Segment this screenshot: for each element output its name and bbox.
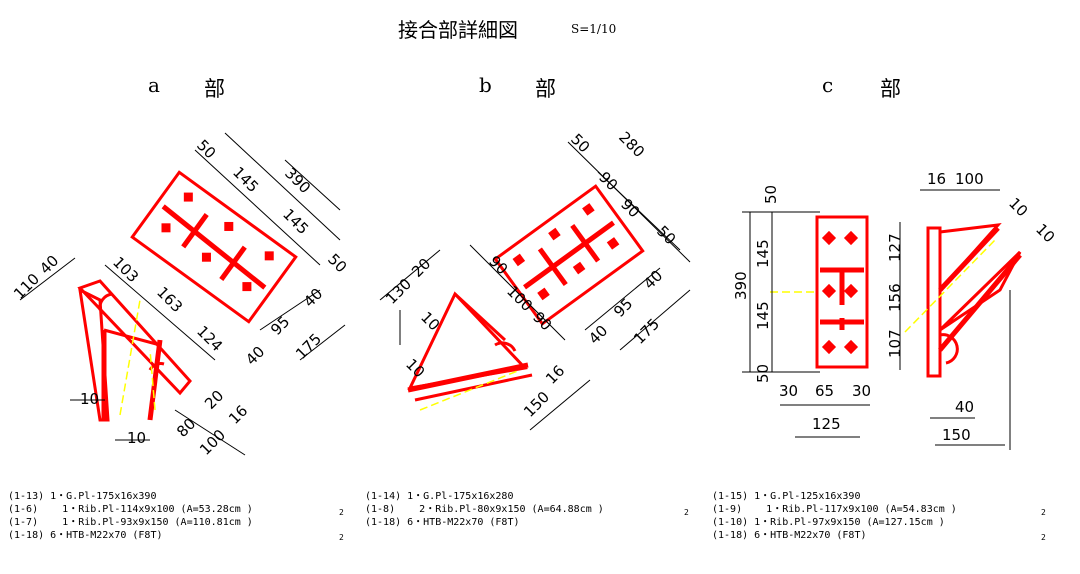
dim-c-65: 65 [815, 382, 834, 400]
dim-c-145-bottom: 145 [754, 301, 772, 330]
dim-c-30-left: 30 [779, 382, 798, 400]
dim-c-30-right: 30 [852, 382, 871, 400]
dim-a-40-right: 40 [300, 285, 326, 311]
dim-b-130: 130 [382, 275, 415, 308]
section-b-letter: b [479, 73, 493, 97]
dim-c-150: 150 [942, 426, 971, 444]
dim-a-50: 50 [193, 136, 219, 162]
dim-a-100: 100 [196, 426, 229, 459]
superscript-c-1: 2 [1041, 508, 1046, 517]
note-a-4: (1-18) 6・HTB-M22x70 (F8T) [8, 530, 163, 541]
dim-c-107: 107 [886, 329, 904, 358]
dim-a-95: 95 [267, 313, 293, 339]
note-a-2: (1-6) 1・Rib.Pl-114x9x100 (A=53.28cm ) [8, 504, 253, 515]
detail-b: 50 280 90 90 50 90 100 90 40 95 175 40 1… [379, 128, 691, 431]
dim-a-10-upper: 10 [80, 390, 99, 408]
superscript-a-2: 2 [339, 533, 344, 542]
note-b-2: (1-8) 2・Rib.Pl-80x9x150 (A=64.88cm ) [365, 504, 604, 515]
note-c-3: (1-10) 1・Rib.Pl-97x9x150 (A=127.15cm ) [712, 517, 945, 528]
dim-a-10-lower: 10 [127, 429, 146, 447]
dim-a-16: 16 [225, 402, 251, 428]
dim-a-20: 20 [201, 387, 227, 413]
notes-b: (1-14) 1・G.Pl-175x16x280 (1-8) 2・Rib.Pl-8… [365, 490, 604, 529]
dim-b-175: 175 [630, 315, 663, 348]
dim-b-150: 150 [520, 388, 553, 421]
dim-c-390: 390 [732, 271, 750, 300]
dim-c-10-upper: 10 [1005, 194, 1031, 220]
dim-c-50-top: 50 [762, 185, 780, 204]
dim-c-100: 100 [955, 170, 984, 188]
dim-a-50-right: 50 [324, 250, 350, 276]
dim-c-145-top: 145 [754, 239, 772, 268]
dim-b-10-upper: 10 [417, 308, 443, 334]
dim-a-103: 103 [109, 253, 142, 286]
gusset-plate-b [493, 184, 645, 326]
dim-c-156: 156 [886, 283, 904, 312]
dim-a-40-bottom: 40 [242, 343, 268, 369]
drawing-title: 接合部詳細図 [398, 18, 518, 42]
note-c-4: (1-18) 6・HTB-M22x70 (F8T) [712, 530, 867, 541]
dim-c-10-lower: 10 [1032, 220, 1058, 246]
dim-b-280: 280 [615, 128, 648, 161]
dim-c-40: 40 [955, 398, 974, 416]
dim-b-50: 50 [567, 130, 593, 156]
note-a-1: (1-13) 1・G.Pl-175x16x390 [8, 491, 157, 502]
notes-c: (1-15) 1・G.Pl-125x16x390 (1-9) 1・Rib.Pl-1… [712, 490, 957, 542]
dim-b-50-right: 50 [653, 222, 679, 248]
superscript-a-1: 2 [339, 508, 344, 517]
section-a-part: 部 [204, 77, 225, 101]
dim-a-40-left: 40 [36, 252, 62, 278]
detail-c: 50 145 390 145 50 127 156 107 30 65 30 1… [732, 170, 1058, 450]
dim-a-110: 110 [10, 270, 43, 303]
dim-c-50-bottom: 50 [754, 364, 772, 383]
superscript-b-1: 2 [684, 508, 689, 517]
dim-b-40-bottom: 40 [585, 322, 611, 348]
dim-a-145-top: 145 [229, 163, 262, 196]
note-b-3: (1-18) 6・HTB-M22x70 (F8T) [365, 517, 520, 528]
dim-a-80: 80 [173, 415, 199, 441]
dim-c-16: 16 [927, 170, 946, 188]
dim-a-175: 175 [292, 330, 325, 363]
section-b-part: 部 [535, 77, 556, 101]
dim-b-40-right: 40 [640, 267, 666, 293]
gusset-plate-a [130, 170, 298, 324]
dim-a-124: 124 [193, 322, 226, 355]
drawing-scale: S=1/10 [571, 22, 617, 36]
dim-b-16: 16 [542, 362, 568, 388]
dim-a-390: 390 [281, 164, 314, 197]
dim-b-95: 95 [610, 295, 636, 321]
superscript-c-2: 2 [1041, 533, 1046, 542]
note-a-3: (1-7) 1・Rib.Pl-93x9x150 (A=110.81cm ) [8, 517, 253, 528]
detail-a: 50 145 390 145 50 103 163 124 40 95 175 … [10, 132, 350, 459]
dim-c-127: 127 [886, 233, 904, 262]
section-a-letter: a [148, 73, 161, 97]
dim-b-90-mid: 90 [617, 195, 643, 221]
section-c-letter: c [822, 73, 835, 97]
note-c-2: (1-9) 1・Rib.Pl-117x9x100 (A=54.83cm ) [712, 504, 957, 515]
dim-c-125: 125 [812, 415, 841, 433]
section-c-part: 部 [880, 77, 901, 101]
notes-a: (1-13) 1・G.Pl-175x16x390 (1-6) 1・Rib.Pl-1… [8, 490, 253, 542]
gusset-plate-c [815, 215, 869, 369]
note-c-1: (1-15) 1・G.Pl-125x16x390 [712, 491, 861, 502]
note-b-1: (1-14) 1・G.Pl-175x16x280 [365, 491, 514, 502]
